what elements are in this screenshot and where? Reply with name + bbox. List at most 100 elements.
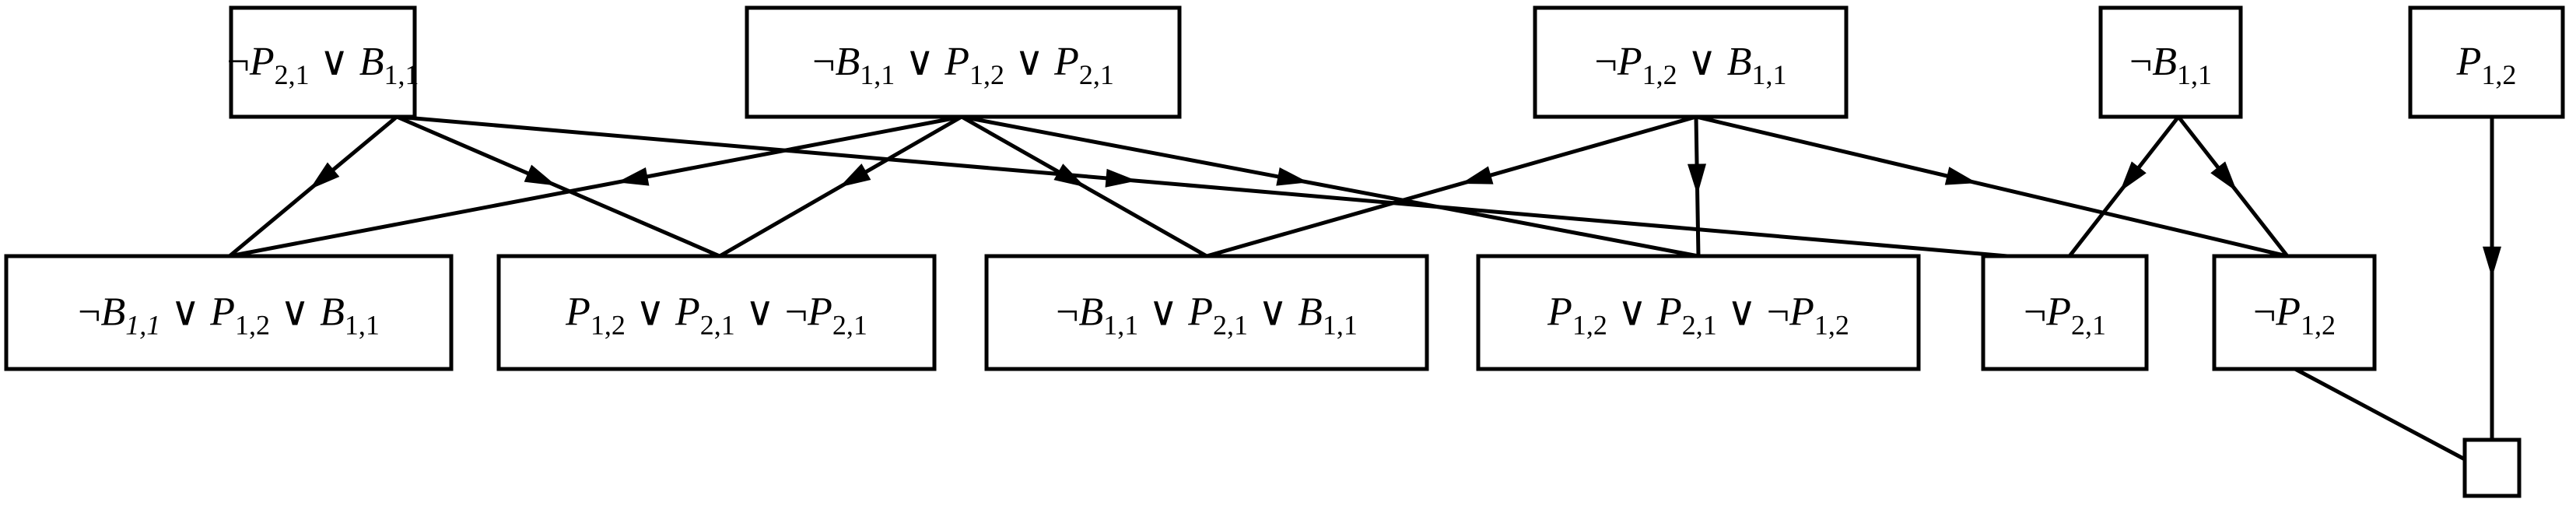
subscript: 1,1 — [345, 310, 380, 341]
edges-layer — [227, 114, 2501, 462]
symbol: P — [1547, 290, 1572, 335]
arrowhead-icon — [616, 167, 650, 186]
symbol: ∨ — [1677, 40, 1727, 84]
subscript: 2,1 — [1079, 59, 1114, 90]
arrowhead-icon — [1053, 163, 1086, 188]
arrowhead-icon — [524, 164, 557, 186]
clause-box — [745, 5, 1182, 119]
arrowhead-icon — [1460, 166, 1494, 184]
arrowhead-icon — [309, 162, 340, 190]
symbol: ¬ — [1595, 40, 1617, 84]
clause-node-n6: ¬B1,1 ∨ P1,2 ∨ B1,1 — [4, 254, 454, 371]
symbol: ¬ — [1056, 290, 1078, 335]
clause-box — [4, 254, 454, 371]
clause-label: ¬P1,2 — [2253, 290, 2336, 341]
edge-n3-n8 — [1204, 114, 1698, 258]
symbol: ∨ — [626, 290, 675, 335]
symbol: B — [359, 40, 384, 84]
clause-label: ¬B1,1 — [2129, 40, 2212, 90]
symbol: P — [1789, 290, 1814, 335]
edge-n2-n6 — [227, 114, 964, 258]
arrowhead-icon — [1944, 167, 1978, 185]
symbol: ¬ — [227, 40, 250, 84]
edge-n1-n7 — [394, 114, 722, 258]
clause-label: ¬B1,1 ∨ P1,2 ∨ P2,1 — [812, 40, 1114, 90]
symbol: ∨ — [310, 40, 359, 84]
empty-clause-node — [2462, 437, 2522, 498]
symbol: B — [100, 290, 125, 335]
symbol: B — [1078, 290, 1103, 335]
symbol: ¬ — [2024, 290, 2046, 335]
symbol: ∨ ¬ — [735, 290, 808, 335]
subscript: 1,1 — [860, 59, 895, 90]
subscript: 1,2 — [235, 310, 270, 341]
edge-n3-n11 — [1694, 114, 2290, 258]
clause-label: P1,2 ∨ P2,1 ∨ ¬P1,2 — [1547, 290, 1849, 341]
clause-node-n10: ¬P2,1 — [1981, 254, 2149, 371]
clause-node-n5: P1,2 — [2408, 5, 2565, 119]
subscript: 2,1 — [832, 310, 867, 341]
subscript: 1,2 — [2481, 59, 2516, 90]
symbol: ¬ — [812, 40, 835, 84]
subscript: 1,2 — [2301, 310, 2336, 341]
symbol: P — [675, 290, 700, 335]
symbol: P — [1617, 40, 1642, 84]
subscript: 1,1 — [384, 59, 419, 90]
clause-node-n4: ¬B1,1 — [2098, 5, 2243, 119]
symbol: ¬ — [78, 290, 100, 335]
arrowhead-icon — [839, 163, 871, 188]
symbol: P — [565, 290, 591, 335]
clause-box — [1981, 254, 2149, 371]
symbol: ∨ — [1004, 40, 1054, 84]
symbol: B — [320, 290, 345, 335]
subscript: 1,2 — [969, 59, 1004, 90]
clause-node-n11: ¬P1,2 — [2212, 254, 2377, 371]
symbol: P — [2045, 290, 2071, 335]
subscript: 1,2 — [1642, 59, 1677, 90]
clause-box — [2462, 437, 2522, 498]
symbol: P — [249, 40, 275, 84]
subscript: 1,1 — [2177, 59, 2212, 90]
edge-n5-n12 — [2483, 114, 2501, 442]
subscript: 1,1 — [125, 310, 160, 341]
symbol: ¬ — [2129, 40, 2152, 84]
subscript: 1,1 — [1103, 310, 1138, 341]
symbol: P — [2456, 40, 2482, 84]
clause-node-n8: ¬B1,1 ∨ P2,1 ∨ B1,1 — [984, 254, 1429, 371]
symbol: P — [807, 290, 832, 335]
subscript: 1,1 — [1751, 59, 1786, 90]
edge-line — [394, 114, 2010, 258]
clause-box — [1533, 5, 1849, 119]
symbol: P — [944, 40, 969, 84]
symbol: P — [1656, 290, 1682, 335]
edge-n3-n9 — [1688, 114, 1707, 258]
arrowhead-icon — [1688, 163, 1707, 195]
clause-box — [2212, 254, 2377, 371]
symbol: P — [1053, 40, 1079, 84]
edge-n1-n6 — [227, 114, 399, 258]
symbol: P — [2275, 290, 2301, 335]
symbol: ∨ — [1138, 290, 1188, 335]
clause-node-n7: P1,2 ∨ P2,1 ∨ ¬P2,1 — [496, 254, 937, 371]
subscript: 2,1 — [1213, 310, 1248, 341]
clause-label: ¬B1,1 ∨ P2,1 ∨ B1,1 — [1056, 290, 1358, 341]
symbol: ∨ — [160, 290, 210, 335]
symbol: ∨ — [1248, 290, 1298, 335]
subscript: 1,1 — [1323, 310, 1358, 341]
edge-n2-n8 — [959, 114, 1209, 258]
clause-node-n3: ¬P1,2 ∨ B1,1 — [1533, 5, 1849, 119]
arrowhead-icon — [2483, 246, 2501, 278]
edge-n11-n12 — [2293, 367, 2467, 462]
clause-box — [984, 254, 1429, 371]
symbol: B — [835, 40, 860, 84]
clause-box — [496, 254, 937, 371]
edge-line — [394, 114, 722, 258]
symbol: P — [209, 290, 235, 335]
clause-label: P1,2 — [2456, 40, 2517, 90]
edge-n4-n11 — [2176, 114, 2290, 258]
subscript: 2,1 — [700, 310, 735, 341]
clause-node-n1: ¬P2,1 ∨ B1,1 — [227, 5, 419, 119]
clause-node-n9: P1,2 ∨ P2,1 ∨ ¬P1,2 — [1476, 254, 1921, 371]
arrowhead-icon — [2210, 161, 2238, 192]
symbol: B — [2152, 40, 2177, 84]
